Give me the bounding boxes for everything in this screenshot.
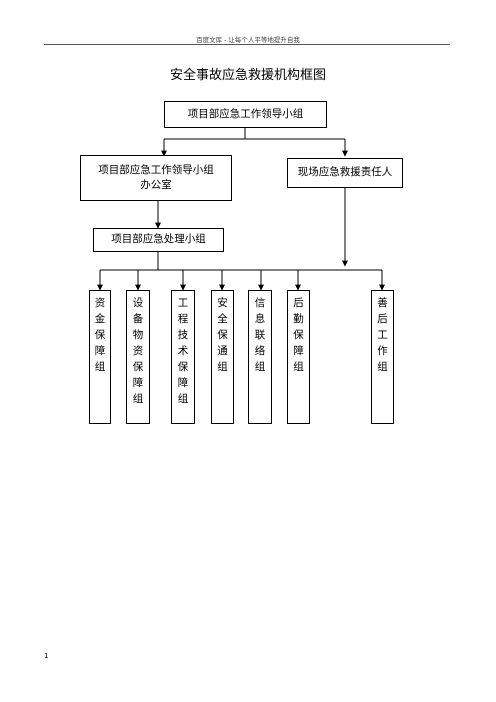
group-box-7: 善后工作组 [371, 290, 394, 424]
group-box-char: 勤 [293, 313, 304, 325]
leader-box-label: 项目部应急工作领导小组 [187, 107, 304, 120]
group-box-char: 障 [177, 377, 189, 389]
header-divider [44, 44, 450, 45]
group-box-char: 保 [217, 329, 228, 341]
group-box-4: 安全保通组 [211, 290, 234, 424]
group-box-char: 后 [377, 313, 388, 325]
group-box-char: 障 [94, 345, 106, 357]
group-box-char: 程 [177, 313, 189, 325]
group-box-char: 联 [254, 329, 266, 341]
group-box-char: 组 [217, 361, 228, 373]
office-box-label-line2: 办公室 [140, 179, 172, 191]
group-box-char: 信 [254, 297, 266, 309]
diagram-title: 安全事故应急救援机构框图 [169, 68, 326, 83]
group-box-char: 工 [177, 297, 189, 309]
group-box-3: 工程技术保障组 [171, 290, 195, 424]
group-box-char: 安 [217, 297, 228, 309]
group-box-char: 保 [94, 329, 106, 341]
group-box-char: 组 [177, 393, 189, 405]
group-box-char: 设 [132, 297, 144, 309]
group-box-char: 备 [132, 313, 144, 325]
group-box-2: 设备物资保障组 [126, 290, 150, 424]
group-box-char: 保 [177, 361, 189, 373]
group-box-char: 后 [293, 297, 304, 309]
group-box-char: 组 [132, 393, 144, 405]
group-box-char: 金 [94, 313, 106, 325]
group-box-char: 作 [377, 345, 388, 357]
group-box-char: 工 [377, 329, 388, 341]
office-box: 项目部应急工作领导小组 办公室 [80, 155, 232, 201]
page-number: 1 [44, 652, 49, 660]
handling-box-label: 项目部应急处理小组 [111, 233, 206, 246]
group-box-char: 通 [217, 345, 228, 357]
group-box-char: 组 [293, 361, 304, 373]
group-box-char: 组 [254, 361, 266, 373]
group-box-char: 息 [254, 313, 266, 325]
onsite-box: 现场应急救援责任人 [287, 158, 403, 188]
group-box-char: 组 [94, 361, 106, 373]
group-box-char: 物 [132, 329, 144, 341]
group-box-char: 保 [293, 329, 304, 341]
group-box-char: 全 [217, 313, 228, 325]
group-box-char: 组 [377, 361, 388, 373]
group-box-1: 资金保障组 [89, 290, 111, 424]
group-box-char: 障 [132, 377, 144, 389]
group-box-6: 后勤保障组 [287, 290, 310, 424]
group-box-char: 障 [293, 345, 304, 357]
group-box-char: 络 [254, 345, 266, 357]
handling-box: 项目部应急处理小组 [93, 228, 224, 252]
group-box-char: 资 [94, 297, 106, 309]
group-box-char: 术 [177, 345, 189, 357]
group-box-char: 资 [132, 345, 144, 357]
group-box-char: 保 [132, 361, 144, 373]
page-header: 百度文库 - 让每个人平等地提升自我 [196, 36, 300, 44]
office-box-label-line1: 项目部应急工作领导小组 [98, 163, 214, 176]
group-box-char: 善 [377, 297, 388, 309]
leader-box: 项目部应急工作领导小组 [164, 101, 327, 128]
group-box-char: 技 [177, 329, 189, 341]
onsite-box-label: 现场应急救援责任人 [297, 166, 393, 179]
group-box-5: 信息联络组 [248, 290, 272, 424]
